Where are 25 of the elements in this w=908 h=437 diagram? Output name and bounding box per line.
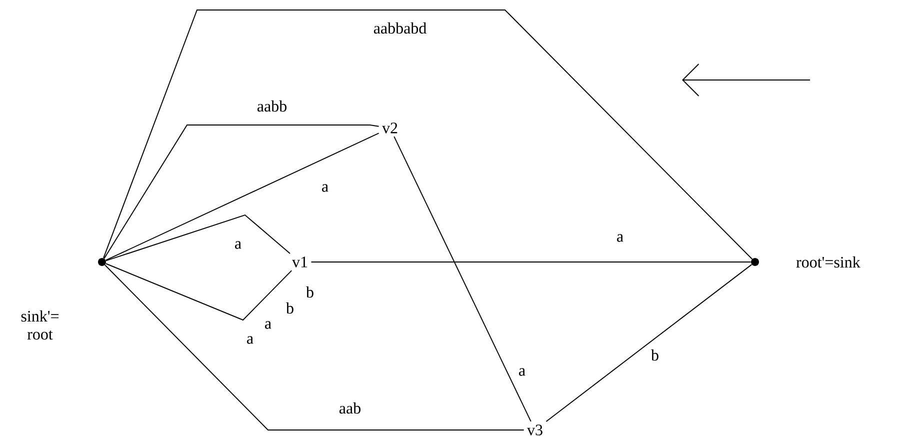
edge-line [102, 10, 753, 260]
edge-label: a [322, 184, 328, 192]
edge-line [105, 263, 292, 321]
edge-label: aab [339, 402, 360, 414]
vertex-caption: root'=sink [796, 256, 860, 268]
letter-label: a [265, 321, 272, 329]
vertex-label: v3 [527, 424, 542, 436]
letter-label: b [306, 286, 314, 298]
edge-line [104, 264, 524, 430]
edge-line [546, 264, 752, 422]
edge-line [106, 214, 290, 262]
vertex-label: v2 [382, 122, 398, 134]
edge-label: a [519, 368, 526, 376]
vertex-caption: sink'= root [21, 310, 58, 340]
edge-label: a [235, 241, 242, 249]
vertex-label: v1 [292, 256, 308, 268]
letter-label: b [286, 302, 294, 314]
edge-label: aabbabd [374, 22, 426, 34]
vertex-dot [98, 258, 106, 266]
edge-label: b [651, 349, 658, 361]
letter-label: a [247, 336, 254, 344]
edge-label: a [617, 234, 624, 242]
vertex-dot [751, 258, 759, 266]
edge-label: aabb [257, 100, 286, 112]
edge-line [394, 136, 532, 422]
